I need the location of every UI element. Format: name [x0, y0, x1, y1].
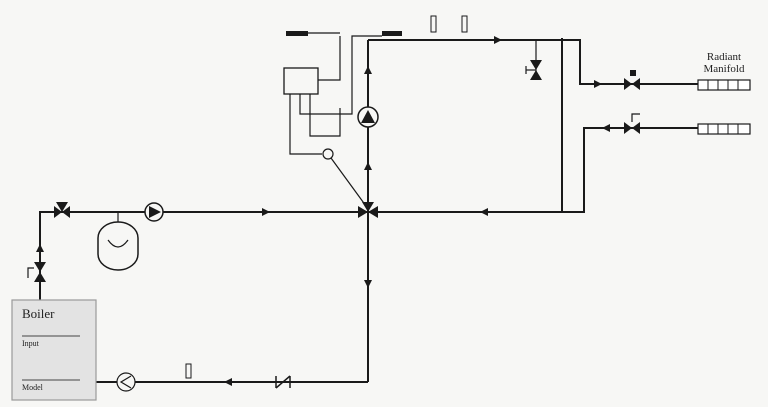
- sensor-bar: [382, 31, 402, 36]
- manifold-label-line2: Manifold: [704, 63, 745, 75]
- radiant-manifold: Radiant Manifold: [697, 51, 751, 135]
- boiler-supply-pipe: [39, 211, 62, 300]
- boiler-title: Boiler: [22, 306, 55, 321]
- supply-pump: [144, 202, 164, 222]
- boiler: Boiler Input Model: [11, 299, 97, 401]
- expansion-tank: [97, 212, 139, 271]
- flow-arrow: [494, 36, 502, 44]
- flow-arrow: [602, 124, 610, 132]
- injection-pump: [357, 106, 379, 128]
- boiler-box: [11, 299, 97, 401]
- flow-arrow: [262, 208, 270, 216]
- boiler-isolation-valve: [54, 202, 70, 218]
- controller: [283, 31, 402, 207]
- boiler-riser-valves: [27, 262, 46, 282]
- supply-manifold-bar: [697, 79, 751, 91]
- expansion-tank-icon: [97, 221, 139, 271]
- flow-arrow: [594, 80, 602, 88]
- gauges: [430, 15, 468, 33]
- bypass-valve: [525, 60, 542, 80]
- flow-arrow: [364, 162, 372, 170]
- flow-arrow: [224, 378, 232, 386]
- sensor-icon: [322, 148, 334, 160]
- thermometer-icon: [461, 15, 468, 33]
- thermometer-icon: [430, 15, 437, 33]
- mixing-valve-icon: [358, 206, 368, 218]
- pump-icon: [116, 372, 136, 392]
- boiler-input-label: Input: [22, 339, 40, 348]
- controller-box: [283, 67, 319, 95]
- manifold-valves: [624, 70, 640, 134]
- manifold-return-pipe: [562, 127, 700, 213]
- thermometer-icon: [185, 363, 192, 379]
- manifold-label-line1: Radiant: [707, 51, 741, 63]
- actuator-icon: [630, 70, 636, 76]
- pipes: [39, 38, 700, 383]
- return-manifold-bar: [697, 123, 751, 135]
- flow-arrow: [480, 208, 488, 216]
- flow-arrow: [364, 280, 372, 288]
- flow-arrow: [36, 244, 44, 252]
- boiler-model-label: Model: [22, 383, 44, 392]
- flow-arrow: [364, 66, 372, 74]
- sensor-bar: [286, 31, 308, 36]
- flow-arrows: [36, 36, 610, 386]
- return-pump: [116, 372, 136, 392]
- check-valve: [275, 375, 291, 389]
